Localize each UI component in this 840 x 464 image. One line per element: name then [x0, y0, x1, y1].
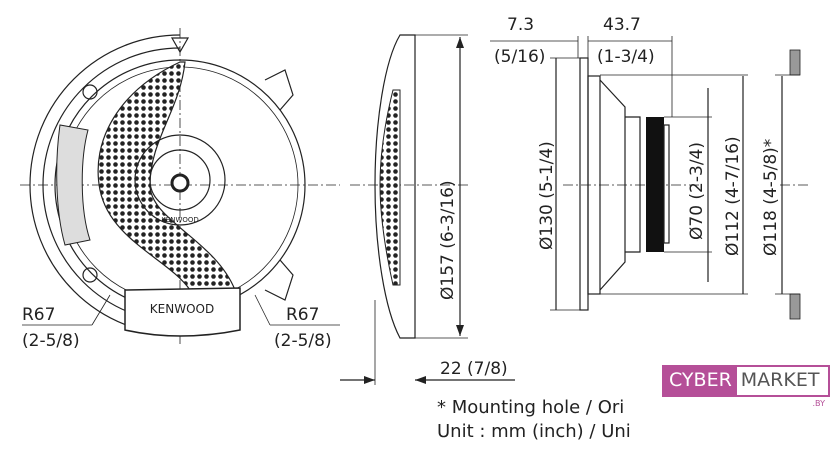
side-view: Ø157 (6-3/16) 22 (7/8)	[340, 34, 515, 385]
screw-top-left	[82, 84, 98, 100]
radius-right-inch: (2-5/8)	[274, 331, 332, 351]
depth-mm-label: 43.7	[603, 15, 641, 35]
leader-left	[91, 294, 111, 326]
magnet	[646, 117, 664, 252]
basket	[599, 79, 626, 291]
diameter-70-label: Ø70 (2-3/4)	[687, 142, 707, 240]
logo-suffix: .BY	[812, 399, 825, 408]
side-profile	[374, 34, 416, 339]
logo-part1: CYBER	[664, 367, 737, 395]
badge-brand-text: KENWOOD	[150, 302, 214, 316]
radius-right-label: R67	[286, 305, 319, 325]
outer-rim-left	[29, 34, 181, 336]
radius-left-label: R67	[22, 305, 55, 325]
mounting-note: * Mounting hole / Ori	[437, 397, 625, 418]
brand-badge	[124, 287, 241, 337]
screw-bottom-left	[82, 267, 98, 283]
radius-left-inch: (2-5/8)	[22, 331, 80, 351]
diameter-112-label: Ø112 (4-7/16)	[723, 136, 743, 256]
depth-inch-label: (1-3/4)	[597, 47, 655, 67]
flange	[579, 57, 589, 311]
tweeter-housing	[134, 134, 226, 226]
basket-back	[625, 116, 641, 253]
logo-part2-wrap: MARKET .BY	[737, 367, 828, 408]
logo-part2: MARKET	[740, 369, 820, 391]
inner-rim-left	[42, 47, 181, 323]
depth-22-label: 22 (7/8)	[440, 359, 508, 379]
magnet-cap	[663, 124, 670, 244]
tweeter-ring	[149, 149, 211, 211]
dim-22-arrows	[364, 376, 426, 384]
wall-bottom	[789, 293, 801, 320]
watermark-logo: CYBER MARKET .BY	[662, 365, 830, 408]
flange-mm-label: 7.3	[507, 15, 534, 35]
diameter-130-label: Ø130 (5-1/4)	[537, 141, 557, 250]
flange-inch-label: (5/16)	[494, 47, 545, 67]
frame	[587, 75, 601, 295]
diameter-157-label: Ø157 (6-3/16)	[438, 180, 458, 300]
wall-top	[789, 49, 801, 76]
side-grille	[379, 89, 401, 286]
front-view: KENWOOD KENWOOD R67 (2-5/8) R67 (2-5/8)	[20, 28, 340, 351]
depth-view: 7.3 (5/16) 43.7 (1-3/4) Ø130 (5-1/4) Ø70…	[490, 15, 810, 320]
leader-right	[254, 294, 271, 326]
arrow-mark-icon	[170, 37, 190, 54]
tweeter-brand: KENWOOD	[161, 216, 199, 224]
unit-note: Unit : mm (inch) / Uni	[437, 421, 631, 442]
clip-bottom	[264, 259, 294, 301]
clip-top	[264, 69, 294, 111]
grille	[97, 61, 236, 291]
tweeter-center	[170, 173, 190, 193]
diameter-118-label: Ø118 (4-5/8)*	[761, 139, 781, 256]
side-grille	[56, 124, 91, 246]
